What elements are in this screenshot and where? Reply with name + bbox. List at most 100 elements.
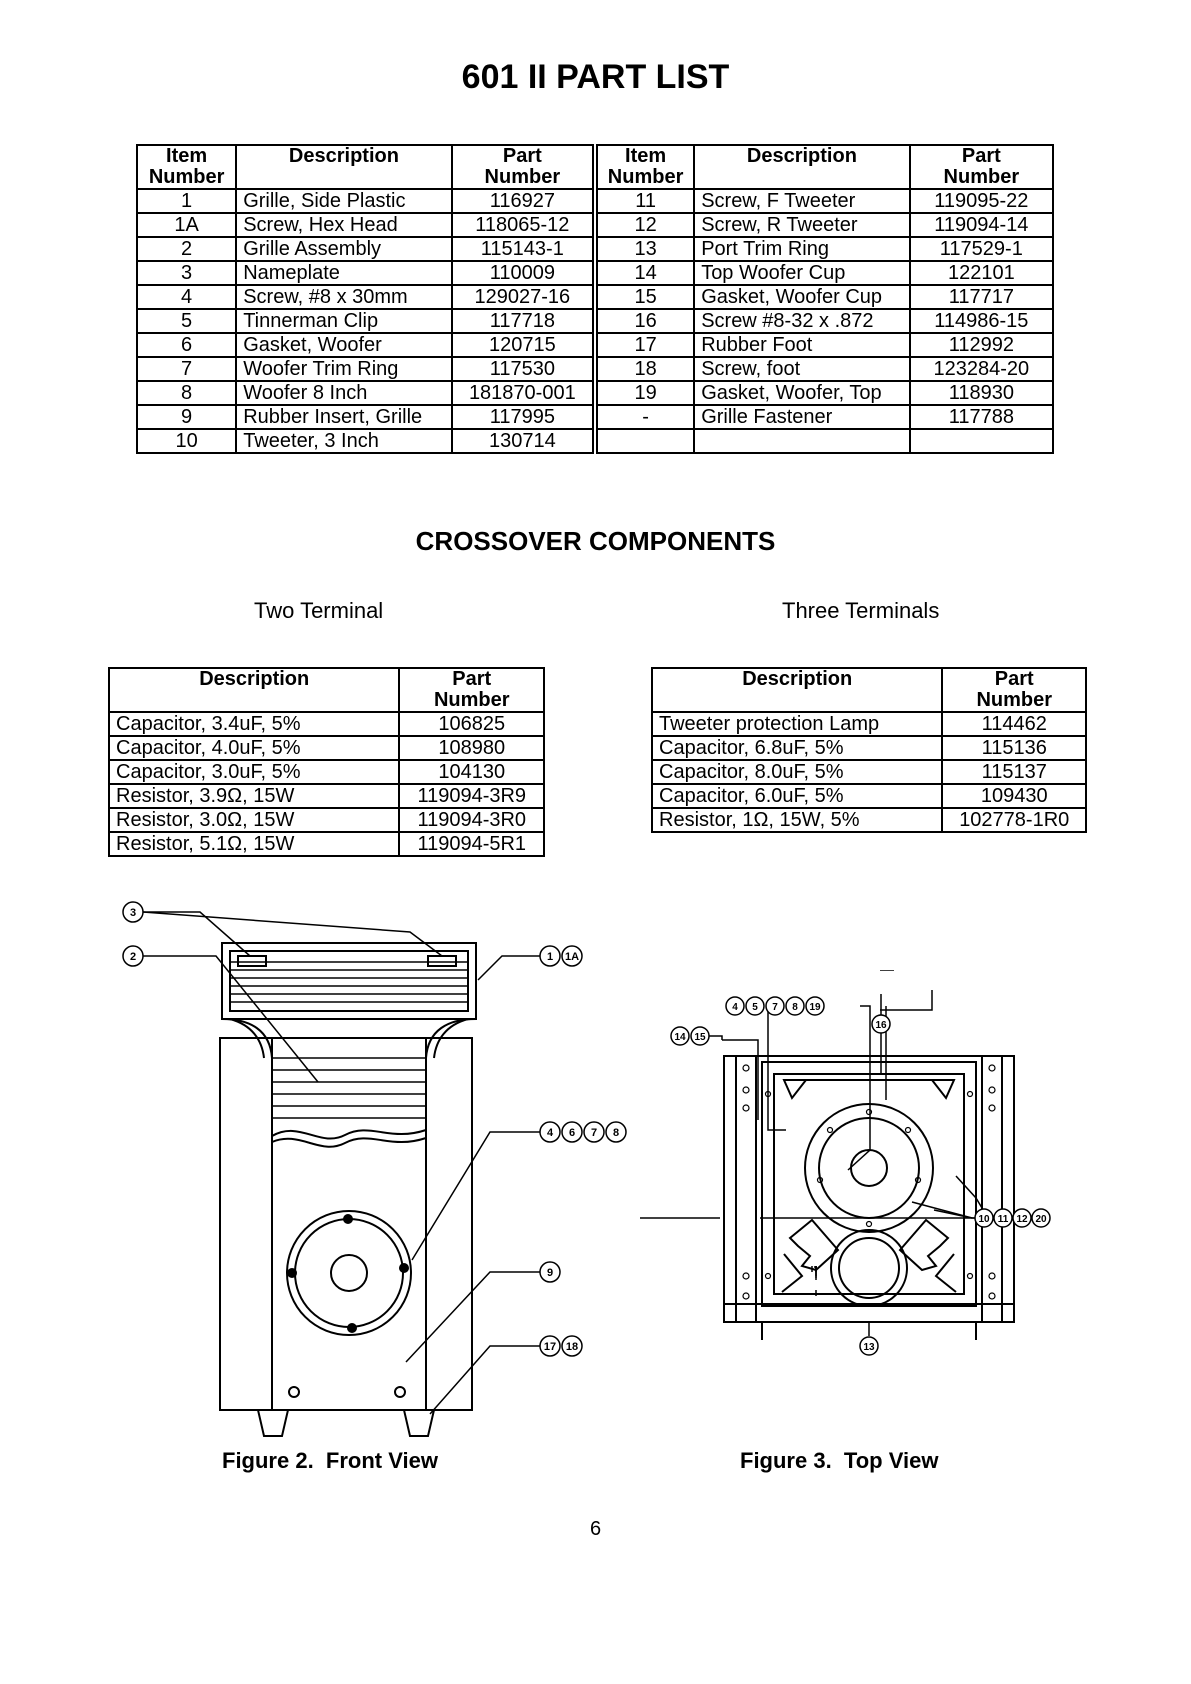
description-cell: Capacitor, 8.0uF, 5% <box>650 759 944 785</box>
description-cell: Gasket, Woofer, Top <box>693 380 911 406</box>
callout-7: 7 <box>765 996 785 1016</box>
part-number-cell: 117995 <box>450 404 598 430</box>
callout-20: 20 <box>1031 1208 1051 1228</box>
callout-14: 14 <box>670 1026 690 1046</box>
part-number-cell: 117530 <box>450 356 598 382</box>
two-terminal-header: Description Part Number <box>107 667 545 713</box>
callout-12: 12 <box>1012 1208 1032 1228</box>
callout-13: 13 <box>859 1336 879 1356</box>
item-number-cell: 17 <box>593 332 696 358</box>
nameplate-left <box>237 955 267 967</box>
svg-text:12: 12 <box>1016 1214 1028 1225</box>
table-row: Capacitor, 3.0uF, 5%104130 <box>107 759 545 785</box>
part-number-cell: 118930 <box>908 380 1055 406</box>
svg-text:7: 7 <box>772 1002 778 1013</box>
two-terminal-label: Two Terminal <box>254 598 384 623</box>
description-cell: Screw #8-32 x .872 <box>693 308 911 334</box>
header-part-number: Part Number <box>450 144 598 190</box>
item-number-cell: 13 <box>593 236 696 262</box>
foot-left <box>257 1409 289 1437</box>
item-number-cell <box>593 428 696 454</box>
description-cell <box>693 428 911 454</box>
part-number-cell: 106825 <box>398 711 545 737</box>
svg-text:8: 8 <box>613 1127 619 1139</box>
part-number-cell: 119094-5R1 <box>398 831 545 857</box>
front-grille-slats <box>272 1057 426 1119</box>
callout-4: 4 <box>539 1121 561 1143</box>
item-number-cell: 16 <box>593 308 696 334</box>
description-cell: Grille Assembly <box>235 236 453 262</box>
part-number-cell: 116927 <box>450 188 598 214</box>
description-cell: Screw, foot <box>693 356 911 382</box>
part-number-cell: 114986-15 <box>908 308 1055 334</box>
svg-text:4: 4 <box>547 1127 554 1139</box>
grille-inner <box>229 950 469 1012</box>
part-number-cell: 119095-22 <box>908 188 1055 214</box>
callouts-front: 3 2 1 1A 4 6 7 8 9 17 18 <box>122 901 627 1357</box>
svg-text:20: 20 <box>1035 1214 1047 1225</box>
part-number-cell: 119094-3R0 <box>398 807 545 833</box>
item-number-cell: 14 <box>593 260 696 286</box>
svg-text:3: 3 <box>130 907 136 919</box>
callout-11: 11 <box>993 1208 1013 1228</box>
part-number-cell: 109430 <box>941 783 1087 809</box>
callout-15: 15 <box>690 1026 710 1046</box>
baffle-outer <box>761 1061 977 1307</box>
callout-8: 8 <box>605 1121 627 1143</box>
item-number-cell: 3 <box>135 260 238 286</box>
port-hole <box>394 1386 406 1398</box>
part-number-cell: 120715 <box>450 332 598 358</box>
crossover-title: CROSSOVER COMPONENTS <box>415 526 776 556</box>
woofer-screws <box>287 1214 409 1333</box>
part-number-cell: 118065-12 <box>450 212 598 238</box>
header-part-number: Part Number <box>908 144 1055 190</box>
leader-lines <box>704 970 933 1171</box>
foot-right <box>403 1409 435 1437</box>
description-cell: Rubber Insert, Grille <box>235 404 453 430</box>
svg-text:14: 14 <box>674 1032 686 1043</box>
svg-text:13: 13 <box>863 1342 875 1353</box>
svg-text:1: 1 <box>547 951 553 963</box>
part-number-cell: 108980 <box>398 735 545 761</box>
port-hole <box>288 1386 300 1398</box>
header-description: Description <box>235 144 453 190</box>
description-cell: Capacitor, 3.4uF, 5% <box>107 711 401 737</box>
grille-slats <box>230 961 468 1003</box>
callout-3: 3 <box>122 901 144 923</box>
part-number-cell: 117529-1 <box>908 236 1055 262</box>
callout-16: 16 <box>871 1014 891 1034</box>
grille-frame <box>221 942 477 1020</box>
item-number-cell: 1 <box>135 188 238 214</box>
leader-lines <box>142 911 540 1415</box>
svg-text:11: 11 <box>998 1214 1009 1225</box>
description-cell: Tinnerman Clip <box>235 308 453 334</box>
table-row: Resistor, 1Ω, 15W, 5%102778-1R0 <box>650 807 1087 833</box>
top-view-diagram: 4 5 7 8 19 14 15 16 1A 10 11 12 20 13 <box>640 970 1051 1356</box>
part-number-cell: 129027-16 <box>450 284 598 310</box>
part-number-cell: 110009 <box>450 260 598 286</box>
item-number-cell: 11 <box>593 188 696 214</box>
item-number-cell: 12 <box>593 212 696 238</box>
callout-6: 6 <box>561 1121 583 1143</box>
description-cell: Screw, Hex Head <box>235 212 453 238</box>
callouts-top: 4 5 7 8 19 14 15 16 1A 10 11 12 20 13 <box>670 996 1051 1356</box>
svg-text:5: 5 <box>752 1002 758 1013</box>
item-number-cell: 18 <box>593 356 696 382</box>
item-number-cell: 15 <box>593 284 696 310</box>
item-number-cell: 10 <box>135 428 238 454</box>
callout-18: 18 <box>561 1335 583 1357</box>
svg-text:9: 9 <box>547 1267 553 1279</box>
two-terminal-table: Description Part Number Capacitor, 3.4uF… <box>107 667 545 857</box>
description-cell: Capacitor, 4.0uF, 5% <box>107 735 401 761</box>
three-terminals-table: Description Part Number Tweeter protecti… <box>650 667 1087 833</box>
svg-text:7: 7 <box>591 1127 597 1139</box>
